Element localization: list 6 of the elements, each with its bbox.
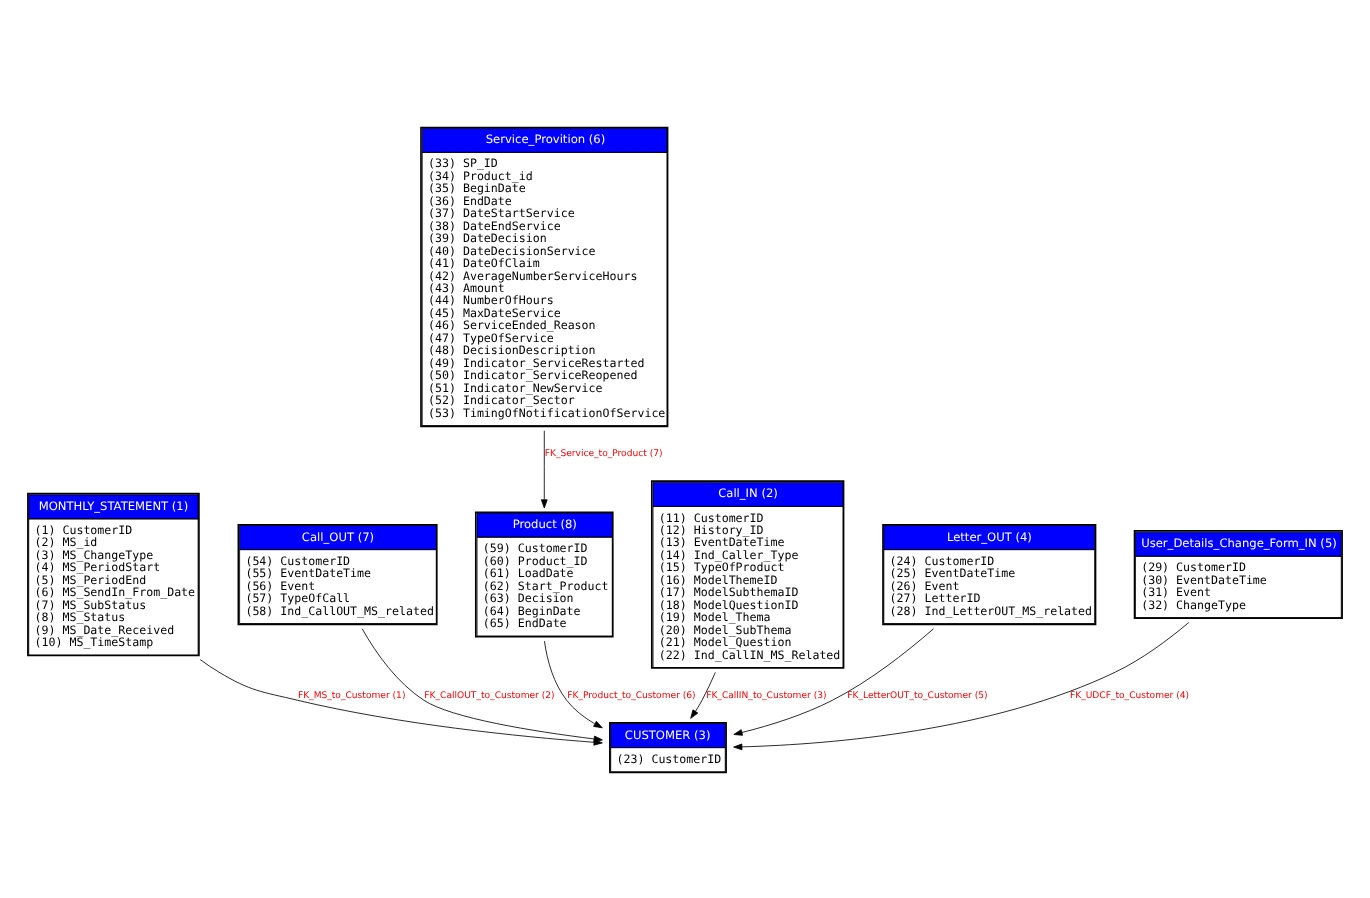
arrow [540, 429, 548, 508]
arrow [733, 627, 934, 735]
arrow [690, 670, 716, 718]
arrow [361, 627, 603, 742]
arrow [733, 621, 1190, 750]
arrow [544, 639, 603, 728]
